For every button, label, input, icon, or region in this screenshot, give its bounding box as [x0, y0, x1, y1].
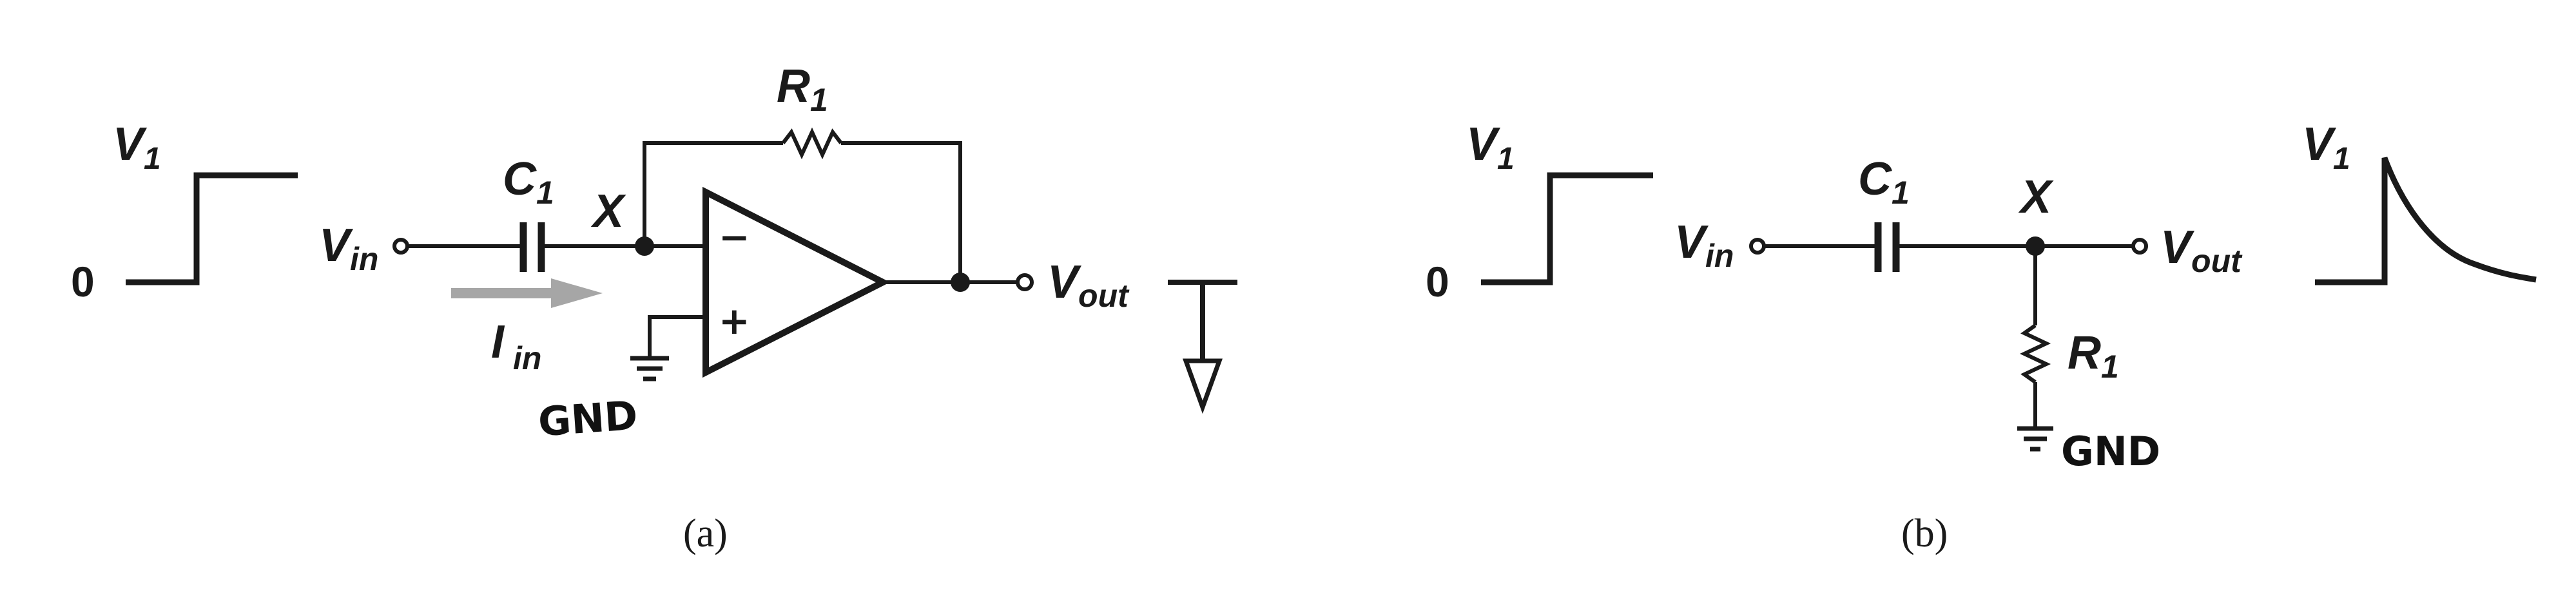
ground-label-b: GND — [2061, 428, 2160, 475]
resistor-r1-label-b: R1 — [2068, 327, 2119, 385]
node-x-label-a: X — [590, 186, 626, 237]
output-level-high-label-b: V1 — [2302, 119, 2350, 176]
noninverting-to-ground-wire-a — [648, 315, 706, 356]
vout-terminal-a — [1016, 273, 1034, 291]
opamp-plus-label-a: + — [719, 299, 750, 343]
feedback-wire-right-a — [841, 141, 962, 282]
opamp-minus-label-a: − — [719, 215, 750, 259]
input-step-waveform-b — [1481, 172, 1653, 285]
node-x-label-b: X — [2018, 171, 2054, 223]
caption-a: (a) — [683, 512, 728, 555]
capacitor-c1-label-b: C1 — [1858, 153, 1910, 211]
output-decay-waveform-b — [2315, 157, 2537, 285]
input-level-high-label-b: V1 — [1466, 119, 1515, 176]
panel-b — [1481, 157, 2537, 452]
vin-label-b: Vin — [1674, 217, 1734, 274]
vout-label-b: Vout — [2160, 222, 2243, 279]
feedback-wire-a — [643, 141, 783, 246]
vin-terminal-b — [1749, 238, 1766, 255]
vin-terminal-a — [392, 238, 409, 255]
vout-label-a: Vout — [1047, 256, 1130, 314]
resistor-r1-b — [2019, 323, 2051, 384]
panel-a — [126, 127, 1237, 414]
opamp-triangle-a — [702, 186, 891, 378]
resistor-r1-a — [781, 127, 843, 160]
input-level-low-label-a: 0 — [71, 258, 95, 305]
input-step-waveform-a — [126, 172, 298, 285]
vout-terminal-b — [2131, 238, 2148, 255]
vin-label-a: Vin — [319, 220, 378, 277]
output-impulse-arrowhead-a — [1183, 358, 1223, 414]
ground-label-a: GND — [537, 392, 639, 446]
capacitor-c1-label-a: C1 — [503, 153, 554, 211]
resistor-r1-label-a: R1 — [777, 61, 828, 118]
input-level-high-label-a: V1 — [113, 119, 161, 176]
input-level-low-label-b: 0 — [1426, 258, 1449, 305]
output-node-dot-a — [951, 273, 970, 292]
current-arrow-a — [451, 278, 603, 308]
caption-b: (b) — [1901, 512, 1948, 555]
